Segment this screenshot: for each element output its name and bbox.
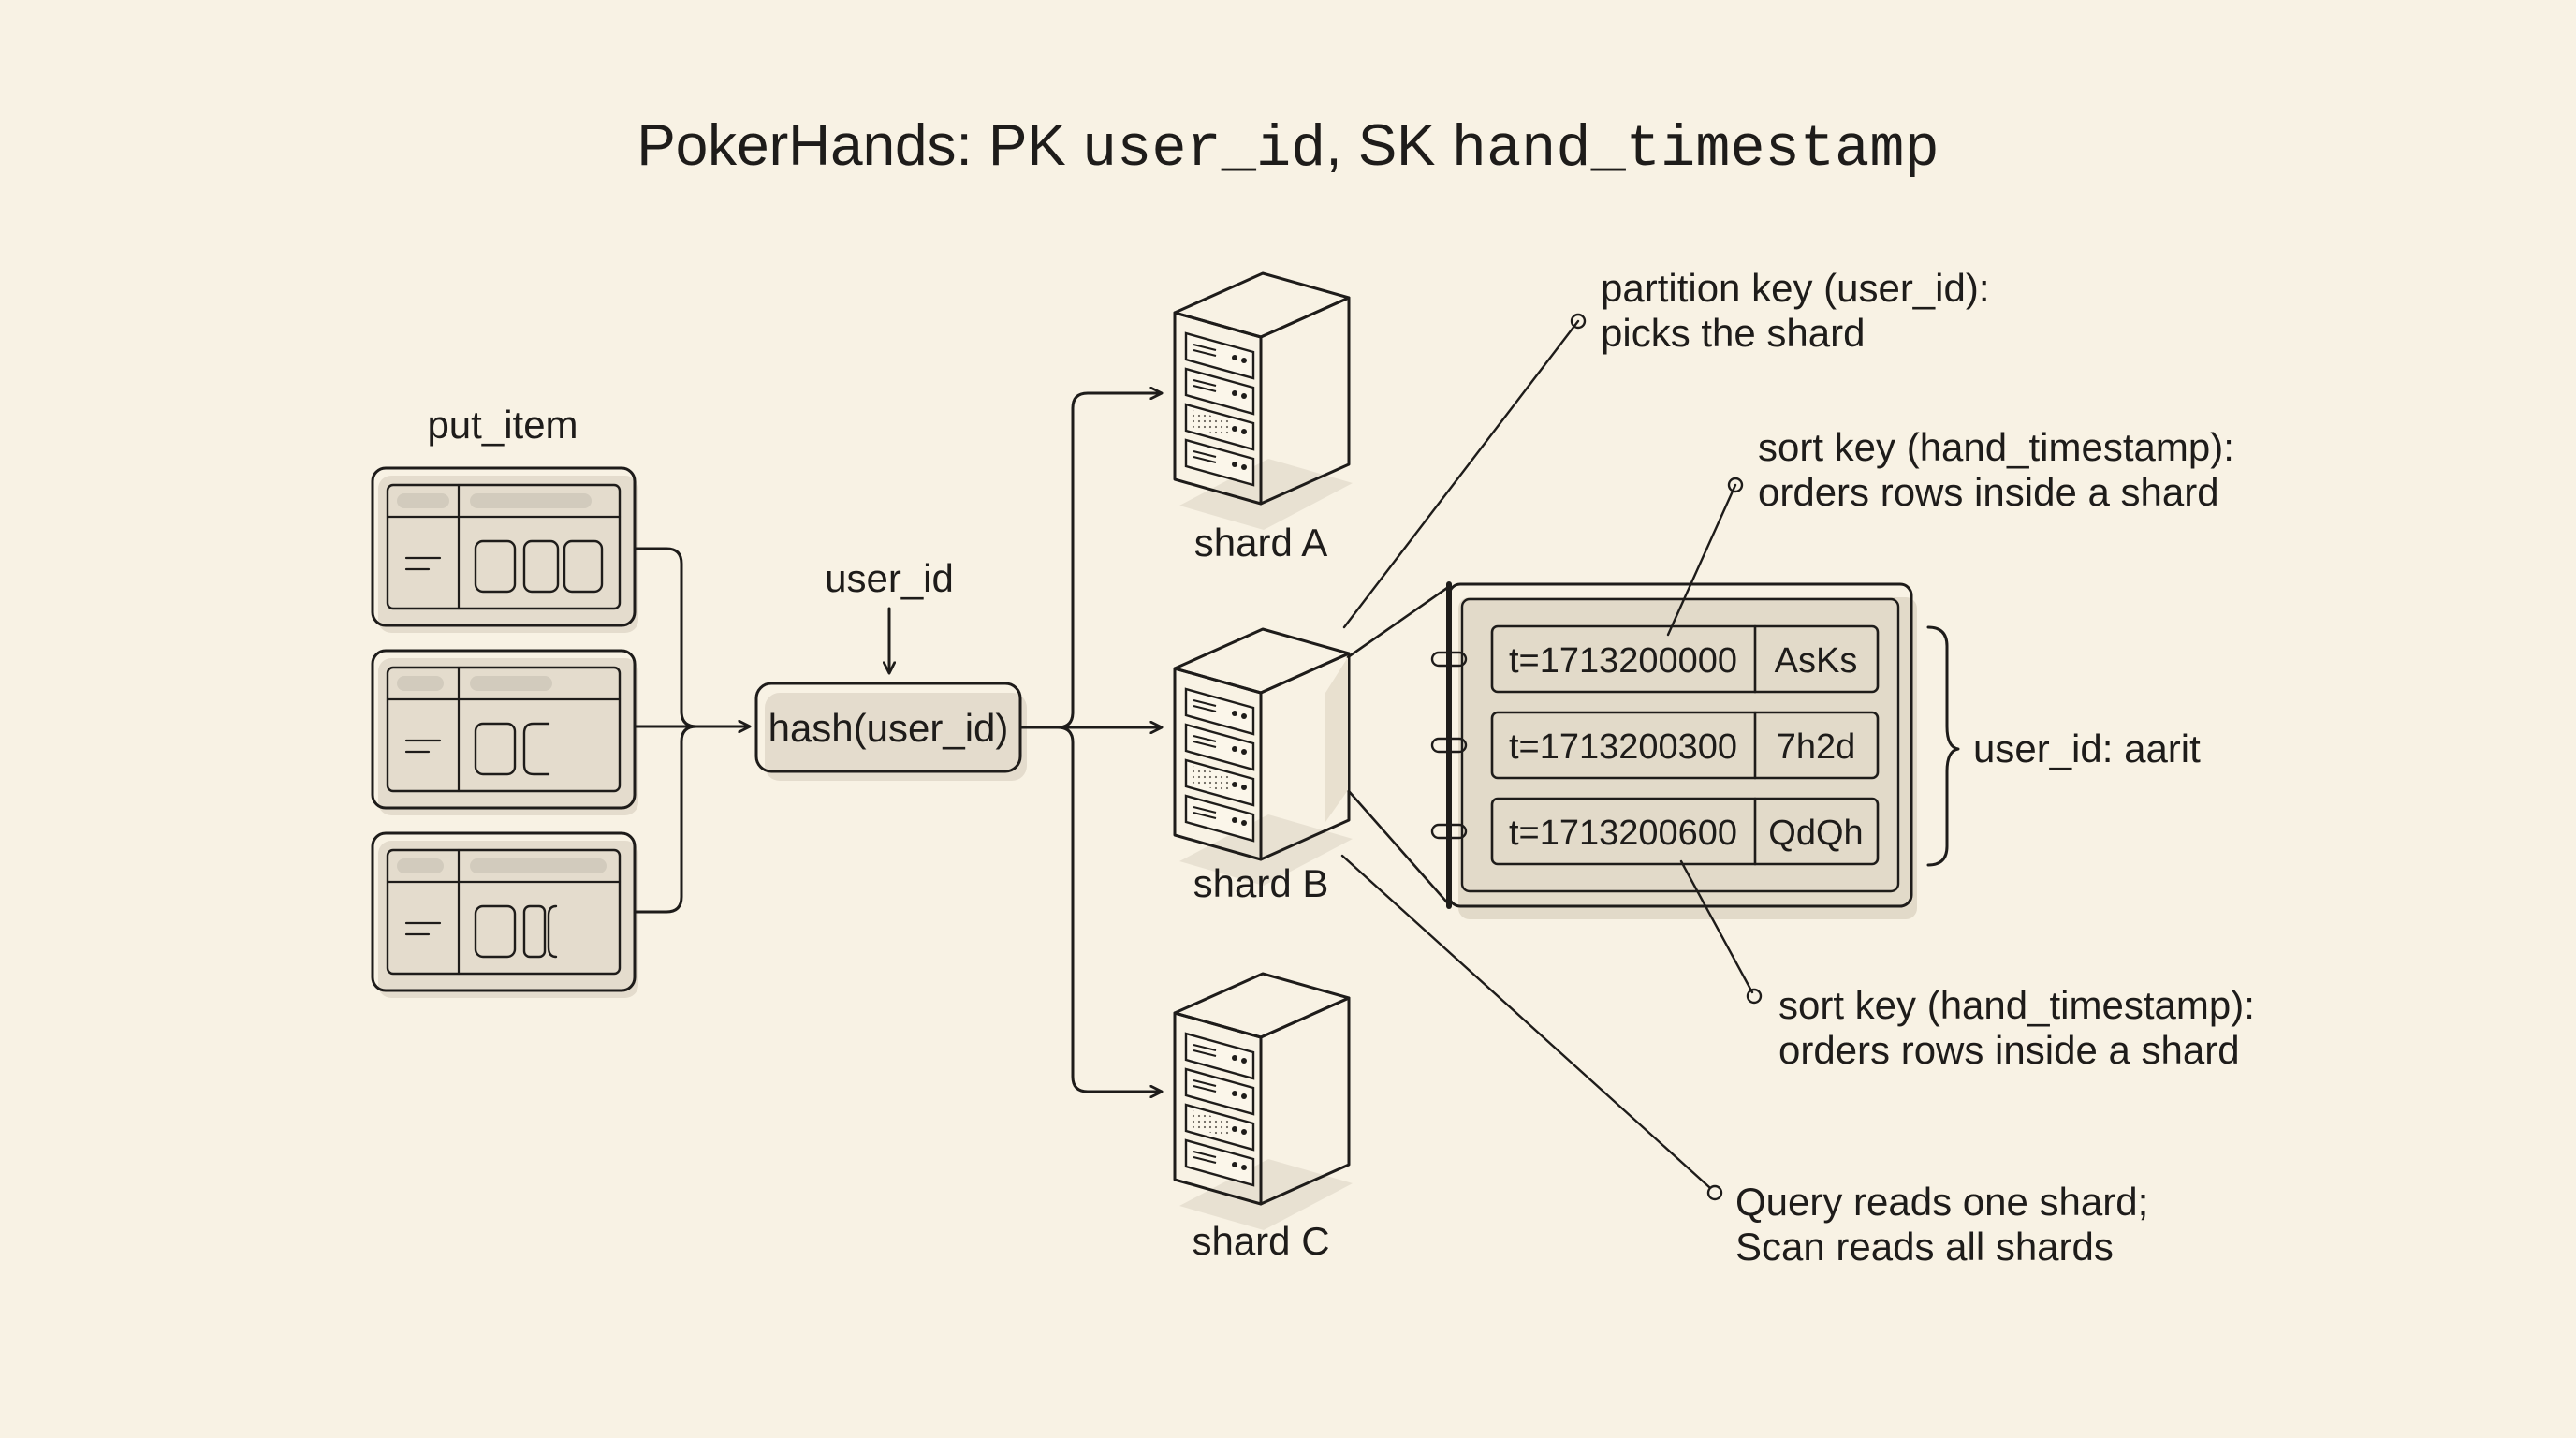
row-1-hand: AsKs <box>1775 641 1858 681</box>
row-2-hand: 7h2d <box>1777 727 1856 767</box>
annotation-partition-key-line-2: picks the shard <box>1601 311 1865 355</box>
shard-a-label: shard A <box>1194 521 1327 565</box>
partition-projection-lines <box>1325 586 1449 904</box>
title-prefix: PokerHands: PK <box>637 113 1082 178</box>
annotation-query-scan-line-2: Scan reads all shards <box>1735 1225 2114 1269</box>
item-card-2 <box>371 649 638 815</box>
partition-row-3: t=1713200600 QdQh <box>1490 797 1880 866</box>
put-item-cards <box>371 466 638 998</box>
shard-c-label: shard C <box>1192 1219 1329 1263</box>
partition-row-2: t=1713200300 7h2d <box>1490 711 1880 780</box>
items-to-hash-connectors <box>633 547 749 914</box>
row-1-sort-key: t=1713200000 <box>1509 641 1737 681</box>
row-2-sort-key: t=1713200300 <box>1509 727 1737 767</box>
partition-binder: t=1713200000 AsKs t=1713200300 7h2d t=17… <box>1430 581 1917 919</box>
item-card-3 <box>371 831 638 998</box>
annotation-sort-key-top-line-1: sort key (hand_timestamp): <box>1758 425 2234 469</box>
put-item-label: put_item <box>427 403 578 447</box>
annotation-sort-key-top-line-2: orders rows inside a shard <box>1758 470 2219 514</box>
server-shard-a-icon <box>1173 271 1353 530</box>
annotation-partition-key: partition key (user_id): picks the shard <box>1601 266 2000 355</box>
annotation-sort-key-bottom: sort key (hand_timestamp): orders rows i… <box>1778 983 2266 1072</box>
annotation-query-scan: Query reads one shard; Scan reads all sh… <box>1735 1180 2159 1269</box>
server-shard-c-icon <box>1173 972 1353 1230</box>
row-3-hand: QdQh <box>1768 814 1863 853</box>
shard-b-label: shard B <box>1193 861 1329 905</box>
annotation-sort-key-top: sort key (hand_timestamp): orders rows i… <box>1758 425 2246 514</box>
partition-row-1: t=1713200000 AsKs <box>1490 624 1880 694</box>
partition-group-label: user_id: aarit <box>1973 726 2201 770</box>
hash-to-shard-connectors <box>1020 393 1161 1092</box>
title-separator: , SK <box>1325 113 1451 178</box>
server-shard-b-icon <box>1173 627 1353 886</box>
annotation-leaders <box>1340 313 1763 1201</box>
title-pk-field: user_id <box>1082 116 1325 183</box>
item-card-1 <box>371 466 638 633</box>
title-sk-field: hand_timestamp <box>1452 116 1939 183</box>
row-3-sort-key: t=1713200600 <box>1509 814 1737 853</box>
annotation-partition-key-line-1: partition key (user_id): <box>1601 266 1990 310</box>
hash-function-box: hash(user_id) <box>754 682 1027 781</box>
partition-brace <box>1926 625 1960 867</box>
annotation-sort-key-bottom-line-1: sort key (hand_timestamp): <box>1778 983 2255 1027</box>
annotation-sort-key-bottom-line-2: orders rows inside a shard <box>1778 1028 2240 1072</box>
binder-rings <box>1430 651 1468 840</box>
annotation-query-scan-line-1: Query reads one shard; <box>1735 1180 2148 1224</box>
hash-function-label: hash(user_id) <box>768 706 1009 750</box>
hash-key-label: user_id <box>825 556 954 600</box>
diagram-title: PokerHands: PK user_id, SK hand_timestam… <box>637 113 1939 183</box>
